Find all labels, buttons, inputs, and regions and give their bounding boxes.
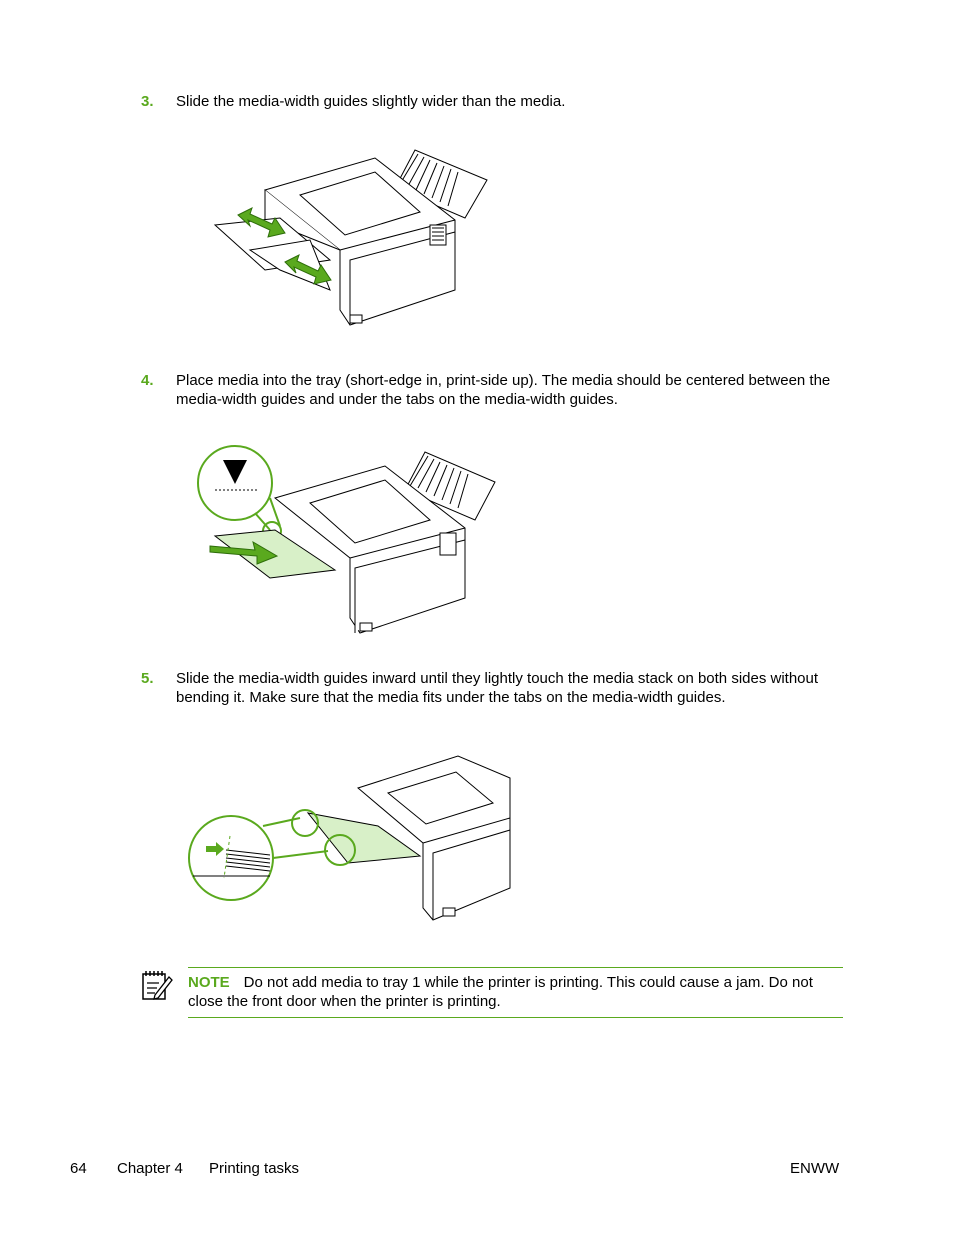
note-label: NOTE <box>188 974 230 991</box>
step-text: Place media into the tray (short-edge in… <box>176 372 831 408</box>
step-text: Slide the media-width guides inward unti… <box>176 670 819 706</box>
page-number: 64 <box>70 1160 87 1177</box>
note-icon <box>142 971 173 1000</box>
printer-illustration-load-media <box>197 445 496 634</box>
step-number: 5. <box>141 670 154 687</box>
step-text: Slide the media-width guides slightly wi… <box>176 93 566 110</box>
chapter-label: Chapter 4 <box>117 1160 183 1177</box>
printer-illustration-guides-wide <box>213 149 488 326</box>
note-text: Do not add media to tray 1 while the pri… <box>188 974 813 1010</box>
note-bottom-rule <box>188 1017 843 1018</box>
note-top-rule <box>188 967 843 968</box>
footer-right: ENWW <box>790 1160 840 1177</box>
step-number: 3. <box>141 93 154 110</box>
printer-illustration-guides-touch <box>188 755 511 921</box>
section-label: Printing tasks <box>209 1160 300 1177</box>
step-number: 4. <box>141 372 154 389</box>
